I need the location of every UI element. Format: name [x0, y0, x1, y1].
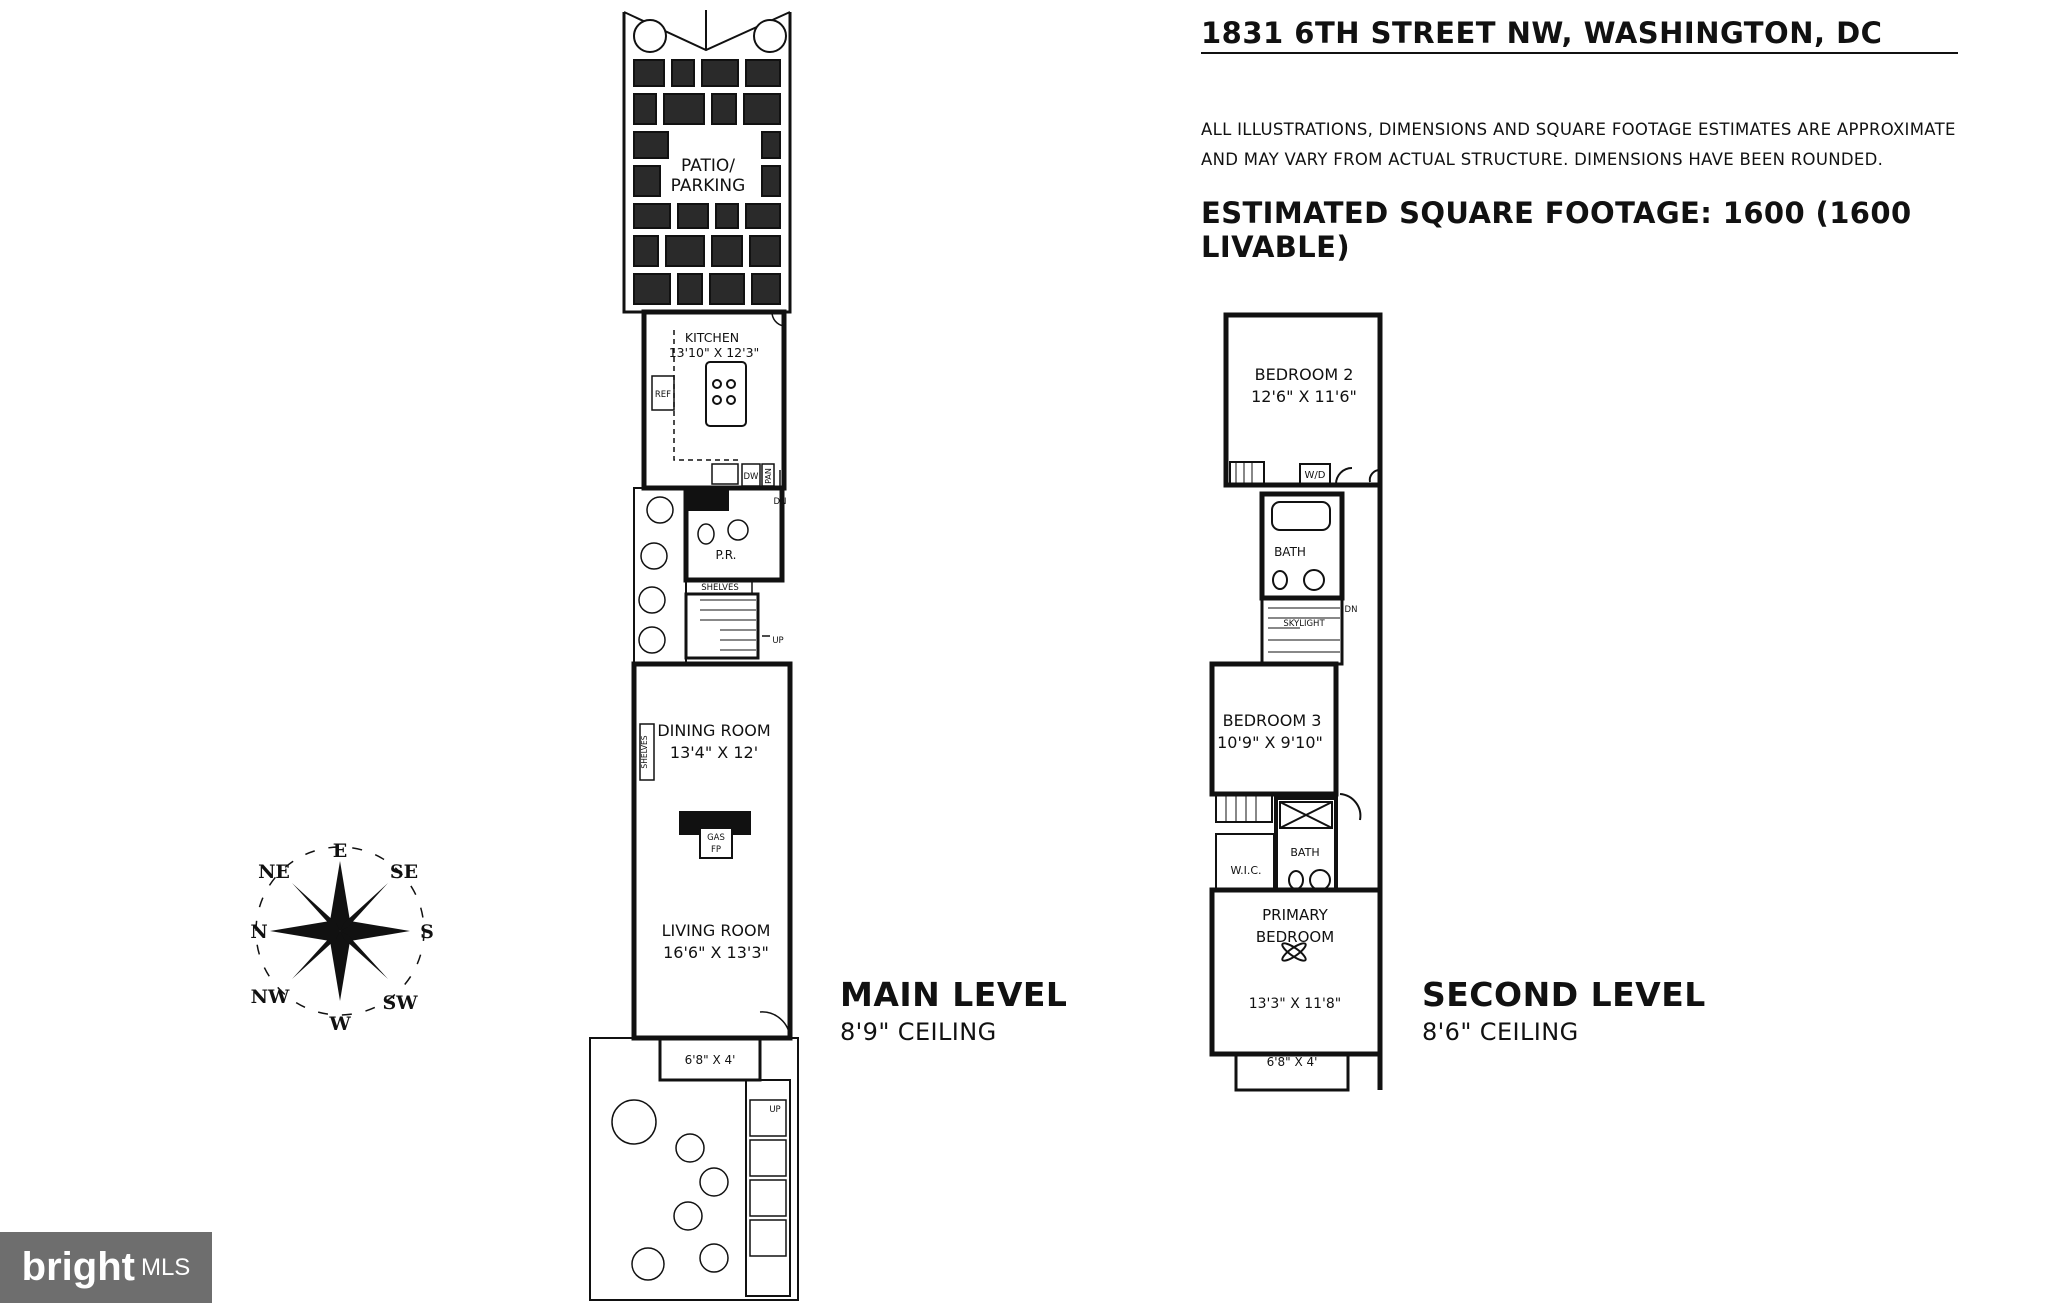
living-room-dimensions: 16'6" X 13'3" — [663, 943, 769, 962]
second-level-title: SECOND LEVEL — [1422, 975, 1706, 1014]
patio-area — [622, 10, 792, 314]
upper-stairs-dn-label: DN — [1345, 605, 1358, 615]
patio-label-line-2: PARKING — [671, 176, 746, 196]
powder-room-and-stairs — [683, 470, 785, 660]
upper-bath-fixtures — [1271, 501, 1331, 591]
bedroom-2-dimensions: 12'6" X 11'6" — [1251, 387, 1357, 406]
powder-room-label: P.R. — [716, 548, 737, 562]
kitchen-label: KITCHEN — [685, 330, 739, 345]
skylight-label: SKYLIGHT — [1283, 619, 1325, 629]
dining-room-dimensions: 13'4" X 12' — [670, 743, 758, 762]
lower-bath-label: BATH — [1290, 846, 1319, 859]
disclaimer: ALL ILLUSTRATIONS, DIMENSIONS AND SQUARE… — [1201, 115, 2001, 175]
second-level-ceiling: 8'6" CEILING — [1422, 1018, 1579, 1046]
bedroom-3-label: BEDROOM 3 — [1223, 711, 1322, 730]
patio-shrubs — [633, 19, 787, 53]
compass-nw: NW — [251, 986, 290, 1008]
logo-subtext: MLS — [140, 1253, 191, 1281]
bedroom-2-label: BEDROOM 2 — [1255, 365, 1354, 384]
compass-labels: E NE SE N S NW SW W — [250, 840, 434, 1035]
primary-bedroom-room — [1209, 887, 1383, 1057]
walk-in-closet-label: W.I.C. — [1230, 864, 1261, 877]
pantry-label: PAN — [764, 468, 773, 484]
primary-bedroom-label-line-2: BEDROOM — [1256, 928, 1334, 946]
logo-text: bright — [21, 1245, 135, 1289]
stairs-up-label: UP — [772, 636, 783, 646]
dw-label: DW — [744, 472, 760, 482]
compass-se: SE — [390, 861, 418, 883]
front-steps-up-label: UP — [769, 1105, 780, 1115]
disclaimer-line-1: ALL ILLUSTRATIONS, DIMENSIONS AND SQUARE… — [1201, 120, 1956, 139]
laundry-and-stairs — [1229, 461, 1381, 485]
main-level-title: MAIN LEVEL — [840, 975, 1068, 1014]
patio-label-line-1: PATIO/ — [681, 156, 735, 176]
living-room-label: LIVING ROOM — [662, 921, 771, 940]
upper-stair-treads — [1268, 607, 1340, 653]
front-bay-and-yard — [589, 1011, 799, 1301]
compass-w: W — [328, 1013, 351, 1035]
header-divider — [1201, 52, 1958, 54]
square-footage: ESTIMATED SQUARE FOOTAGE: 1600 (1600 LIV… — [1201, 196, 1912, 264]
second-level-plan — [1209, 312, 1383, 1092]
compass-s: S — [420, 921, 434, 943]
primary-bedroom-label-line-1: PRIMARY — [1262, 906, 1329, 924]
ceiling-fan-icon — [1281, 942, 1307, 962]
compass-rose-icon — [255, 846, 425, 1016]
primary-bedroom-dimensions: 13'3" X 11'8" — [1249, 996, 1342, 1012]
lower-bath-room — [1274, 796, 1338, 892]
main-level-plan — [589, 10, 799, 1301]
main-level-labels: PATIO/ PARKING KITCHEN 13'10" X 12'3" RE… — [640, 156, 786, 1115]
gas-label: GAS — [707, 833, 725, 843]
shelves-label: SHELVES — [701, 583, 739, 593]
side-yard — [633, 487, 687, 665]
second-level-labels: BEDROOM 2 12'6" X 11'6" W/D BATH SKYLIGH… — [1217, 365, 1357, 1069]
kitchen-dn-label: DN — [774, 497, 787, 507]
bedroom-3-dimensions: 10'9" X 9'10" — [1217, 733, 1323, 752]
kitchen-dimensions: 13'10" X 12'3" — [669, 345, 760, 360]
disclaimer-line-2: AND MAY VARY FROM ACTUAL STRUCTURE. DIME… — [1201, 150, 1884, 169]
compass-ne: NE — [258, 861, 290, 883]
bedroom-3-room — [1209, 661, 1339, 797]
second-level-bay-dimensions: 6'8" X 4' — [1267, 1055, 1318, 1069]
compass-n: N — [250, 921, 267, 943]
shelves-vertical-label: SHELVES — [640, 735, 649, 768]
second-level-bay — [1234, 1054, 1350, 1092]
compass-sw: SW — [382, 992, 418, 1014]
main-level-ceiling: 8'9" CEILING — [840, 1018, 997, 1046]
fireplace-label: FP — [711, 845, 721, 855]
upper-bath-label: BATH — [1274, 545, 1306, 559]
compass-e: E — [333, 840, 347, 862]
dining-room-label: DINING ROOM — [657, 721, 770, 740]
front-bay-dimensions: 6'8" X 4' — [685, 1053, 736, 1067]
patio-paving — [633, 59, 781, 305]
ref-label: REF — [655, 390, 671, 400]
property-address: 1831 6TH STREET NW, WASHINGTON, DC — [1201, 16, 1883, 50]
bright-mls-logo: bright MLS — [0, 1232, 212, 1303]
washer-dryer-label: W/D — [1305, 470, 1326, 481]
